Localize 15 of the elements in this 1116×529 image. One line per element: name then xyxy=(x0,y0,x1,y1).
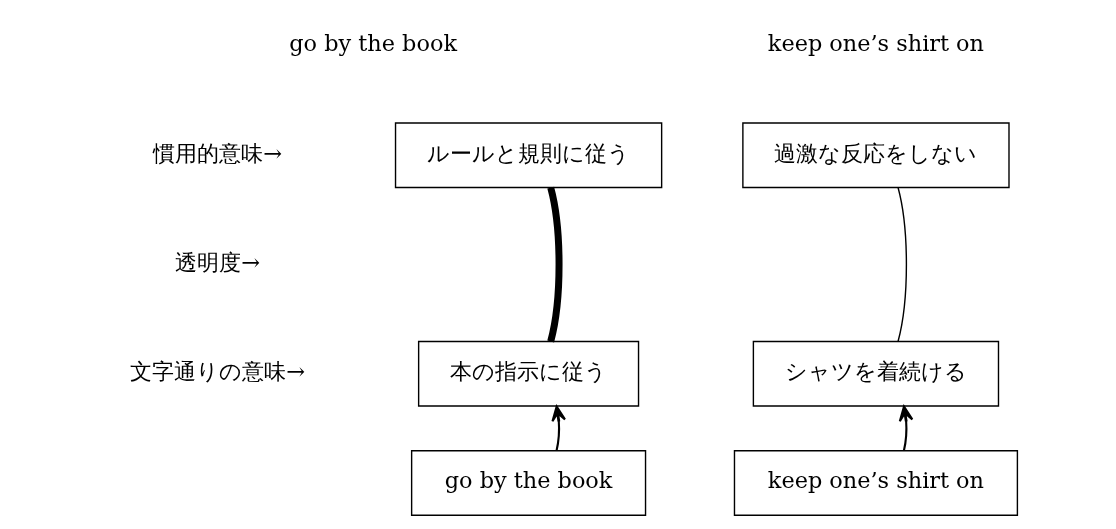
node-box: シャツを着続ける xyxy=(752,340,1000,407)
node-box: ルールと規則に従う xyxy=(394,122,663,189)
label: 文字通りの意味→ xyxy=(130,358,306,385)
node-box: go by the book xyxy=(410,450,647,516)
arrow xyxy=(898,405,914,451)
label: go by the book xyxy=(289,30,457,57)
label: keep one’s shirt on xyxy=(767,30,985,57)
node-box: keep one’s shirt on xyxy=(733,450,1019,516)
node-box: 本の指示に従う xyxy=(417,340,640,407)
connector xyxy=(897,186,908,343)
arrow xyxy=(551,405,566,451)
label: 慣用的意味→ xyxy=(153,139,283,166)
node-box: 過激な反応をしない xyxy=(742,122,1010,189)
label: 透明度→ xyxy=(175,248,261,275)
connector xyxy=(547,186,563,343)
